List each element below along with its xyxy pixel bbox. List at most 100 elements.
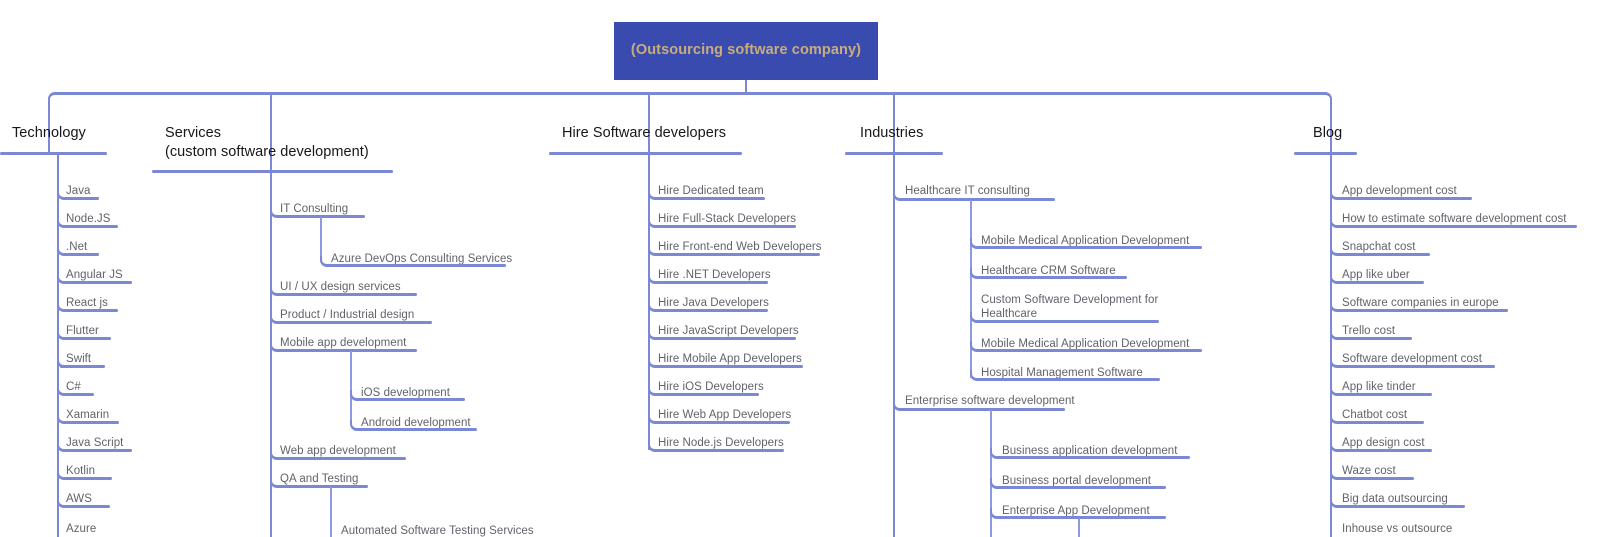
leaf-underline bbox=[361, 398, 465, 401]
leaf-label[interactable]: Swift bbox=[66, 353, 92, 365]
leaf-underline bbox=[66, 281, 132, 284]
leaf-label[interactable]: Chatbot cost bbox=[1342, 409, 1408, 421]
leaf-underline bbox=[66, 253, 99, 256]
leaf-label[interactable]: Hire Dedicated team bbox=[658, 185, 764, 197]
leaf-label[interactable]: Angular JS bbox=[66, 269, 123, 281]
leaf-connector bbox=[1330, 274, 1343, 284]
column-title-services[interactable]: Services (custom software development) bbox=[165, 125, 369, 160]
column-underline-hire-software-developers bbox=[549, 152, 742, 155]
leaf-label[interactable]: Kotlin bbox=[66, 465, 96, 477]
leaf-label[interactable]: Hire .NET Developers bbox=[658, 269, 771, 281]
leaf-connector bbox=[270, 449, 281, 460]
leaf-connector bbox=[648, 218, 659, 228]
leaf-label[interactable]: Enterprise App Development bbox=[1002, 505, 1150, 517]
leaf-label[interactable]: Flutter bbox=[66, 325, 99, 337]
leaf-label[interactable]: Software development cost bbox=[1342, 353, 1482, 365]
leaf-label[interactable]: Trello cost bbox=[1342, 325, 1396, 337]
leaf-label[interactable]: Mobile Medical Application Development bbox=[981, 235, 1190, 247]
leaf-label[interactable]: iOS development bbox=[361, 387, 450, 399]
leaf-underline bbox=[66, 225, 118, 228]
leaf-label[interactable]: Automated Software Testing Services bbox=[341, 525, 534, 537]
root-node-outsourcing-software-company[interactable]: (Outsourcing software company) bbox=[614, 22, 878, 80]
leaf-underline bbox=[66, 393, 94, 396]
leaf-label[interactable]: Azure DevOps Consulting Services bbox=[331, 253, 513, 265]
leaf-label[interactable]: Software companies in europe bbox=[1342, 297, 1499, 309]
leaf-label[interactable]: Java Script bbox=[66, 437, 124, 449]
leaf-label[interactable]: Java bbox=[66, 185, 91, 197]
leaf-label[interactable]: Hire Mobile App Developers bbox=[658, 353, 802, 365]
leaf-label[interactable]: Android development bbox=[361, 417, 471, 429]
leaf-label[interactable]: Product / Industrial design bbox=[280, 309, 415, 321]
leaf-underline bbox=[280, 215, 365, 218]
leaf-label[interactable]: Custom Software Development for Healthca… bbox=[981, 294, 1159, 321]
leaf-label[interactable]: Healthcare CRM Software bbox=[981, 265, 1116, 277]
leaf-label[interactable]: React js bbox=[66, 297, 108, 309]
leaf-label[interactable]: Hospital Management Software bbox=[981, 367, 1143, 379]
leaf-label[interactable]: Xamarin bbox=[66, 409, 110, 421]
leaf-label[interactable]: Snapchat cost bbox=[1342, 241, 1416, 253]
leaf-connector bbox=[648, 274, 659, 284]
leaf-label[interactable]: Inhouse vs outsource bbox=[1342, 523, 1453, 535]
leaf-label[interactable]: UI / UX design services bbox=[280, 281, 401, 293]
leaf-label[interactable]: Big data outsourcing bbox=[1342, 493, 1448, 505]
leaf-label[interactable]: App like uber bbox=[1342, 269, 1410, 281]
leaf-connector bbox=[893, 190, 906, 201]
leaf-underline bbox=[1342, 477, 1414, 480]
leaf-label[interactable]: IT Consulting bbox=[280, 203, 349, 215]
leaf-label[interactable]: AWS bbox=[66, 493, 92, 505]
leaf-label[interactable]: Enterprise software development bbox=[905, 395, 1075, 407]
leaf-label[interactable]: Healthcare IT consulting bbox=[905, 185, 1030, 197]
leaf-underline bbox=[658, 309, 768, 312]
leaf-connector bbox=[270, 341, 281, 352]
leaf-label[interactable]: Hire iOS Developers bbox=[658, 381, 764, 393]
leaf-label[interactable]: Hire Node.js Developers bbox=[658, 437, 784, 449]
leaf-label[interactable]: App development cost bbox=[1342, 185, 1457, 197]
leaf-label[interactable]: Azure bbox=[66, 523, 97, 535]
leaf-label[interactable]: Hire Java Developers bbox=[658, 297, 769, 309]
leaf-label[interactable]: Mobile app development bbox=[280, 337, 407, 349]
column-title-industries[interactable]: Industries bbox=[860, 125, 924, 141]
leaf-underline bbox=[1342, 197, 1472, 200]
leaf-label[interactable]: Business portal development bbox=[1002, 475, 1152, 487]
leaf-underline bbox=[66, 449, 132, 452]
leaf-label[interactable]: Hire Full-Stack Developers bbox=[658, 213, 797, 225]
column-title-hire-software-developers[interactable]: Hire Software developers bbox=[562, 125, 726, 141]
leaf-connector bbox=[1330, 498, 1343, 508]
leaf-label[interactable]: C# bbox=[66, 381, 81, 393]
leaf-label[interactable]: Mobile Medical Application Development bbox=[981, 338, 1190, 350]
leaf-connector bbox=[57, 414, 67, 424]
leaf-label[interactable]: Node.JS bbox=[66, 213, 111, 225]
leaf-label[interactable]: How to estimate software development cos… bbox=[1342, 213, 1567, 225]
leaf-label[interactable]: Hire JavaScript Developers bbox=[658, 325, 799, 337]
leaf-label[interactable]: QA and Testing bbox=[280, 473, 359, 485]
leaf-label[interactable]: Business application development bbox=[1002, 445, 1178, 457]
leaf-label[interactable]: App design cost bbox=[1342, 437, 1425, 449]
leaf-connector bbox=[970, 268, 982, 279]
leaf-label[interactable]: Hire Front-end Web Developers bbox=[658, 241, 822, 253]
leaf-connector bbox=[350, 390, 362, 401]
subtrunk-enterprise-software-development bbox=[990, 410, 992, 537]
column-title-blog[interactable]: Blog bbox=[1313, 125, 1343, 141]
drop-connector-services bbox=[270, 94, 272, 170]
leaf-label[interactable]: Waze cost bbox=[1342, 465, 1396, 477]
leaf-connector bbox=[970, 238, 982, 249]
column-trunk-industries bbox=[893, 154, 895, 537]
leaf-label[interactable]: Web app development bbox=[280, 445, 396, 457]
leaf-connector bbox=[57, 386, 67, 396]
leaf-connector bbox=[320, 256, 332, 267]
leaf-underline bbox=[1342, 421, 1424, 424]
leaf-underline bbox=[280, 485, 368, 488]
leaf-label[interactable]: Hire Web App Developers bbox=[658, 409, 792, 421]
leaf-connector bbox=[1330, 302, 1343, 312]
leaf-connector bbox=[1330, 358, 1343, 368]
root-stem-connector bbox=[745, 80, 747, 93]
leaf-underline bbox=[658, 337, 796, 340]
leaf-connector bbox=[648, 358, 659, 368]
leaf-label[interactable]: .Net bbox=[66, 241, 88, 253]
leaf-connector bbox=[648, 386, 659, 396]
leaf-label[interactable]: App like tinder bbox=[1342, 381, 1416, 393]
leaf-connector bbox=[350, 420, 362, 431]
leaf-connector bbox=[648, 246, 659, 256]
column-title-technology[interactable]: Technology bbox=[12, 125, 86, 141]
